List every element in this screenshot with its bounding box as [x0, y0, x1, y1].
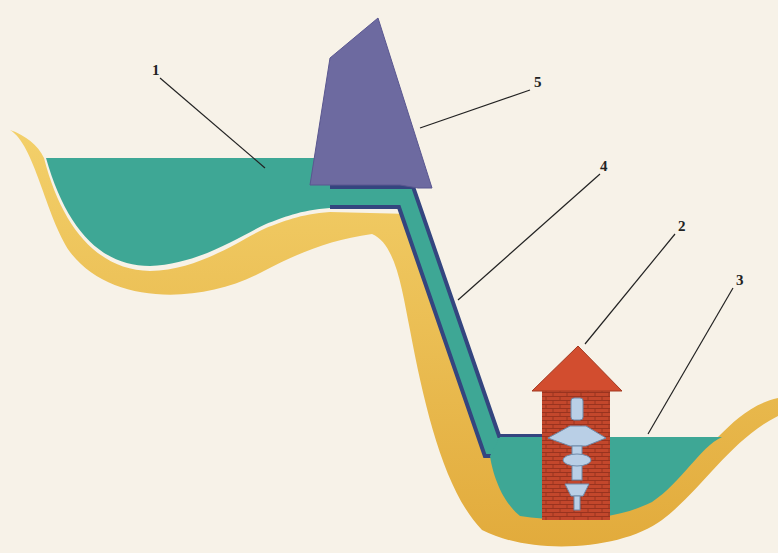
callout-number: 1 [150, 62, 162, 79]
callout-number: 2 [676, 218, 688, 235]
turbine [548, 398, 606, 510]
penstock-pipe [330, 197, 546, 446]
callout-number: 5 [532, 74, 544, 91]
power-house [542, 388, 610, 520]
penstock-water [330, 197, 546, 446]
power-house-roof [532, 346, 622, 391]
ground [10, 130, 778, 546]
dam [310, 18, 432, 188]
callout-number: 3 [734, 272, 746, 289]
callout-number: 4 [598, 158, 610, 175]
leader-lines [160, 78, 733, 434]
